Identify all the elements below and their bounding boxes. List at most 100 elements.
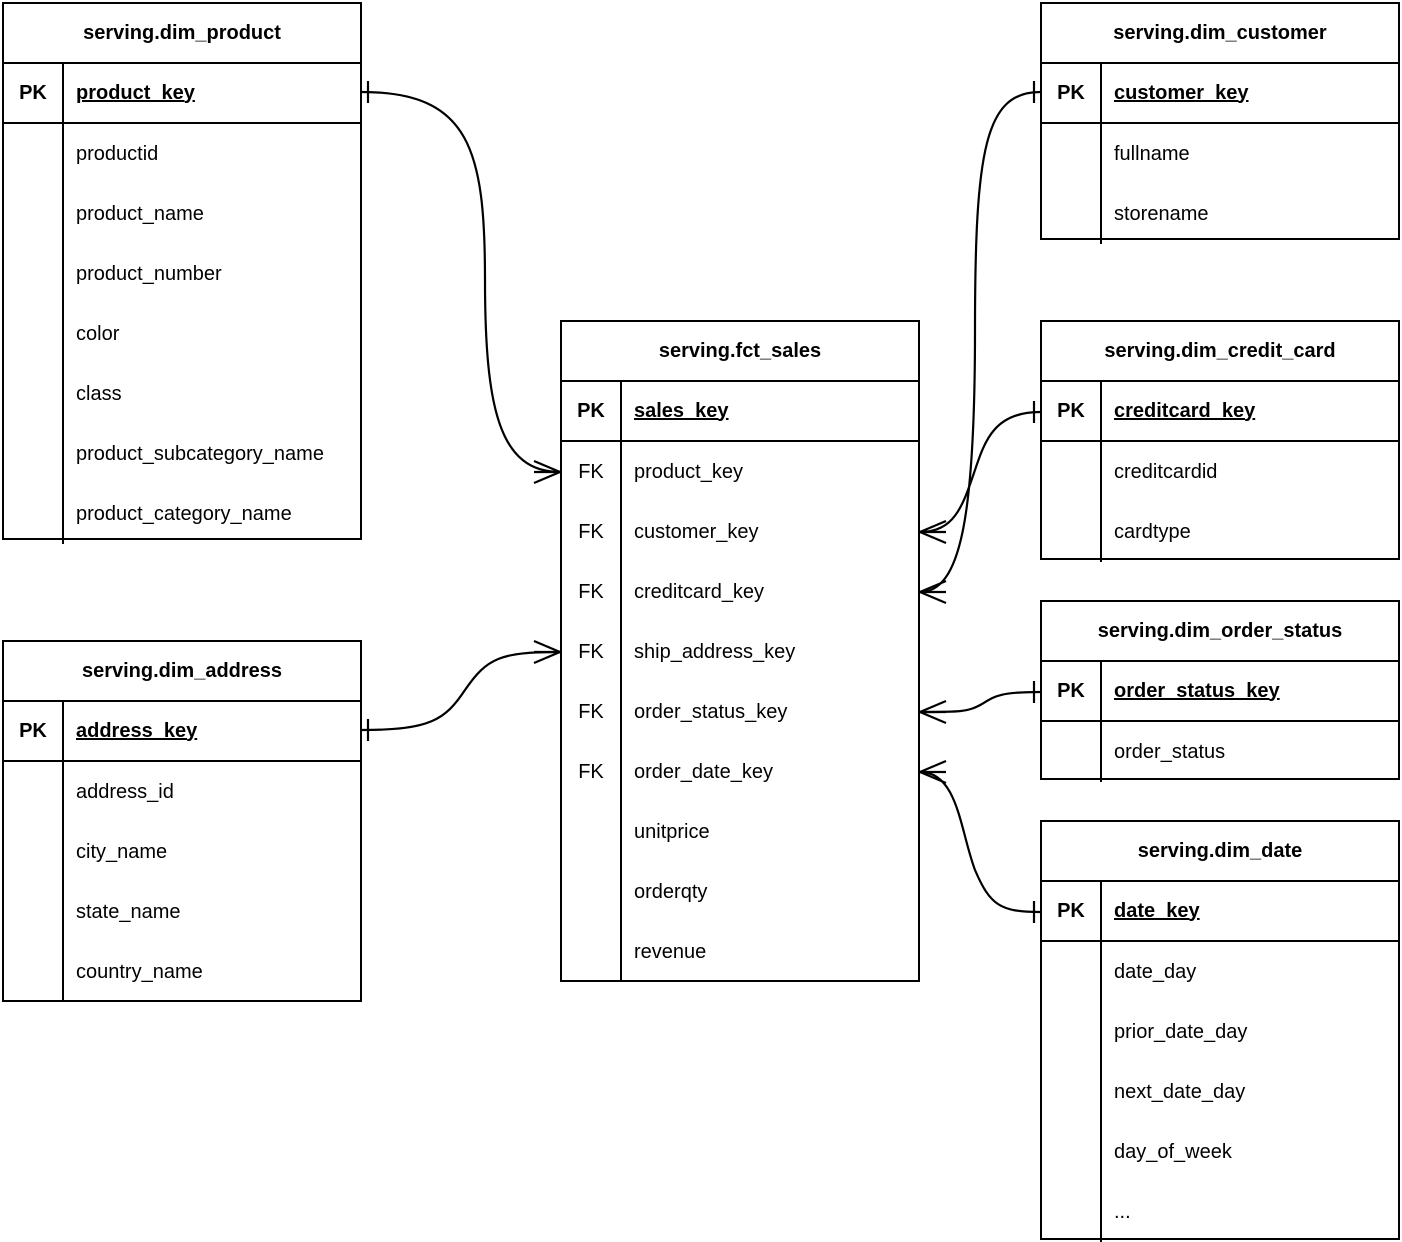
field-key-marker xyxy=(562,922,622,982)
entity-title-fct_sales: serving.fct_sales xyxy=(562,322,918,382)
field-row[interactable]: orderqty xyxy=(562,862,918,922)
field-key-marker xyxy=(4,184,64,244)
field-row[interactable]: product_name xyxy=(4,184,360,244)
field-row[interactable]: unitprice xyxy=(562,802,918,862)
field-name: next_date_day xyxy=(1114,1080,1246,1103)
field-row[interactable]: color xyxy=(4,304,360,364)
field-row[interactable]: product_subcategory_name xyxy=(4,424,360,484)
field-row[interactable]: date_day xyxy=(1042,942,1398,1002)
field-key-marker xyxy=(1042,442,1102,502)
field-key-marker xyxy=(1042,124,1102,184)
field-row[interactable]: order_status xyxy=(1042,722,1398,782)
field-row[interactable]: creditcardid xyxy=(1042,442,1398,502)
field-row[interactable]: prior_date_day xyxy=(1042,1002,1398,1062)
field-name: order_date_key xyxy=(634,760,773,783)
cardinality-many-prong xyxy=(533,459,561,474)
relationship-line xyxy=(919,690,1041,714)
entity-title-dim_credit_card: serving.dim_credit_card xyxy=(1042,322,1398,382)
field-row[interactable]: city_name xyxy=(4,822,360,882)
field-name: unitprice xyxy=(634,820,710,843)
field-key-marker xyxy=(4,304,64,364)
field-row[interactable]: productid xyxy=(4,124,360,184)
field-name: color xyxy=(76,322,120,345)
field-row[interactable]: PK order_status_key xyxy=(1042,662,1398,722)
field-name: customer_key xyxy=(634,520,759,543)
field-key-marker xyxy=(1042,722,1102,782)
field-name: ... xyxy=(1114,1200,1131,1223)
field-name: product_subcategory_name xyxy=(76,442,324,465)
field-key-marker: PK xyxy=(1042,662,1102,720)
field-row[interactable]: PK product_key xyxy=(4,64,360,124)
relationship-rel-address-sales xyxy=(361,639,561,741)
field-key-marker: PK xyxy=(4,64,64,122)
field-name: creditcard_key xyxy=(634,580,765,603)
entity-title-dim_order_status: serving.dim_order_status xyxy=(1042,602,1398,662)
cardinality-many-prong xyxy=(919,770,947,785)
field-row[interactable]: fullname xyxy=(1042,124,1398,184)
entity-title-dim_product: serving.dim_product xyxy=(4,4,360,64)
field-name: city_name xyxy=(76,840,168,863)
field-key-marker xyxy=(562,802,622,862)
field-name: product_key xyxy=(76,81,195,104)
cardinality-many-prong xyxy=(919,759,947,774)
field-name: sales_key xyxy=(634,399,729,422)
field-row[interactable]: state_name xyxy=(4,882,360,942)
field-name: customer_key xyxy=(1114,81,1249,104)
field-key-marker xyxy=(1042,1182,1102,1242)
relationship-rel-creditcard-sales xyxy=(919,401,1041,545)
field-key-marker xyxy=(1042,1062,1102,1122)
field-name: product_number xyxy=(76,262,222,285)
relationship-rel-product-sales xyxy=(361,81,561,485)
field-row[interactable]: storename xyxy=(1042,184,1398,244)
field-row[interactable]: product_number xyxy=(4,244,360,304)
field-name: address_id xyxy=(76,780,174,803)
field-row[interactable]: class xyxy=(4,364,360,424)
field-row[interactable]: PK sales_key xyxy=(562,382,918,442)
field-key-marker xyxy=(562,862,622,922)
field-key-marker xyxy=(4,244,64,304)
field-row[interactable]: revenue xyxy=(562,922,918,982)
cardinality-many-prong xyxy=(919,699,947,714)
cardinality-many-prong xyxy=(919,590,947,605)
field-name: storename xyxy=(1114,202,1209,225)
field-row[interactable]: product_category_name xyxy=(4,484,360,544)
field-row[interactable]: cardtype xyxy=(1042,502,1398,562)
field-key-marker: PK xyxy=(562,382,622,440)
field-row[interactable]: country_name xyxy=(4,942,360,1002)
field-row[interactable]: address_id xyxy=(4,762,360,822)
field-key-marker: PK xyxy=(4,702,64,760)
cardinality-many-prong xyxy=(919,530,947,545)
field-key-marker xyxy=(1042,1122,1102,1182)
field-key-marker xyxy=(1042,184,1102,244)
field-name: order_status_key xyxy=(1114,679,1280,702)
field-name: country_name xyxy=(76,960,203,983)
field-row[interactable]: ... xyxy=(1042,1182,1398,1242)
field-key-marker xyxy=(4,822,64,882)
field-row[interactable]: day_of_week xyxy=(1042,1122,1398,1182)
field-name: revenue xyxy=(634,940,707,963)
field-key-marker xyxy=(4,124,64,184)
field-row[interactable]: next_date_day xyxy=(1042,1062,1398,1122)
field-key-marker xyxy=(4,882,64,942)
cardinality-many-prong xyxy=(919,579,947,594)
